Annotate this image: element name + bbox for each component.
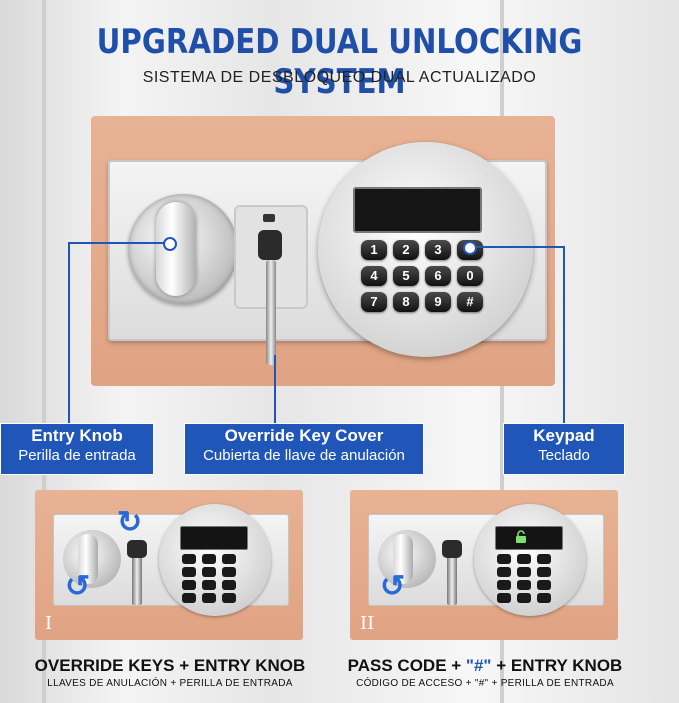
override-key-shaft (266, 260, 276, 365)
leader-line (563, 246, 565, 424)
mini-lcd-screen (495, 526, 563, 550)
method-one-image: ↻ ↺ I (35, 490, 303, 640)
mini-key-head (442, 540, 462, 558)
callout-subtitle: Teclado (538, 447, 590, 464)
keypad-key: 6 (425, 266, 451, 286)
method-title: PASS CODE + "#" + ENTRY KNOB (335, 656, 635, 676)
knob-handle (156, 202, 196, 296)
callout-title: Keypad (533, 426, 595, 445)
mini-keypad (182, 554, 248, 603)
method-two-image: ↺ II (350, 490, 618, 640)
method-numeral: II (360, 613, 375, 634)
mini-entry-knob (378, 530, 436, 588)
pointer-dot (163, 237, 177, 251)
override-key-head (258, 230, 282, 260)
keypad-key: 7 (361, 292, 387, 312)
keypad-key: 1 (361, 240, 387, 260)
callout-entry-knob: Entry Knob Perilla de entrada (0, 423, 154, 475)
keypad-key: 4 (361, 266, 387, 286)
entry-knob (128, 194, 238, 304)
callout-title: Override Key Cover (224, 426, 384, 445)
method-title-part: PASS CODE + (347, 656, 466, 675)
method-numeral: I (45, 613, 53, 634)
mini-key-head (127, 540, 147, 558)
method-title-part: + ENTRY KNOB (491, 656, 623, 675)
keypad-key: 2 (393, 240, 419, 260)
keypad-key: 8 (393, 292, 419, 312)
keypad-key: # (457, 292, 483, 312)
method-title: OVERRIDE KEYS + ENTRY KNOB (34, 656, 306, 675)
pointer-dot (463, 241, 477, 255)
leader-line (470, 246, 564, 248)
keypad-key: 0 (457, 266, 483, 286)
mini-lcd-screen (180, 526, 248, 550)
mini-key-shaft (132, 545, 142, 605)
callout-title: Entry Knob (31, 426, 123, 445)
method-subtitle: LLAVES DE ANULACIÓN + PERILLA DE ENTRADA (47, 678, 293, 689)
leader-line (68, 242, 168, 244)
mini-keypad (497, 554, 563, 603)
page-subtitle: SISTEMA DE DESBLOQUEO DUAL ACTUALIZADO (142, 69, 537, 86)
method-two-caption: PASS CODE + "#" + ENTRY KNOB CÓDIGO DE A… (335, 656, 635, 689)
keypad-key: 5 (393, 266, 419, 286)
keypad-key: 3 (425, 240, 451, 260)
callout-keypad: Keypad Teclado (503, 423, 625, 475)
rotate-arrow-icon: ↺ (380, 570, 406, 603)
unlock-icon (516, 530, 526, 543)
rotate-arrow-icon: ↻ (117, 506, 143, 539)
hash-key-label: "#" (465, 656, 492, 675)
mini-entry-knob (63, 530, 121, 588)
method-one-caption: OVERRIDE KEYS + ENTRY KNOB LLAVES DE ANU… (20, 656, 320, 689)
leader-line (274, 355, 276, 424)
mini-key-shaft (447, 545, 457, 605)
rotate-arrow-icon: ↺ (65, 570, 91, 603)
page-title: UPGRADED DUAL UNLOCKING SYSTEM (96, 22, 583, 102)
leader-line (68, 242, 70, 424)
keyhole-icon (263, 214, 275, 222)
callout-subtitle: Cubierta de llave de anulación (203, 447, 405, 464)
wall-panel-seam (42, 0, 46, 703)
callout-override-key-cover: Override Key Cover Cubierta de llave de … (184, 423, 424, 475)
method-subtitle: CÓDIGO DE ACCESO + "#" + PERILLA DE ENTR… (356, 678, 614, 689)
lcd-screen (353, 187, 482, 233)
keypad-key: 9 (425, 292, 451, 312)
callout-subtitle: Perilla de entrada (18, 447, 136, 464)
